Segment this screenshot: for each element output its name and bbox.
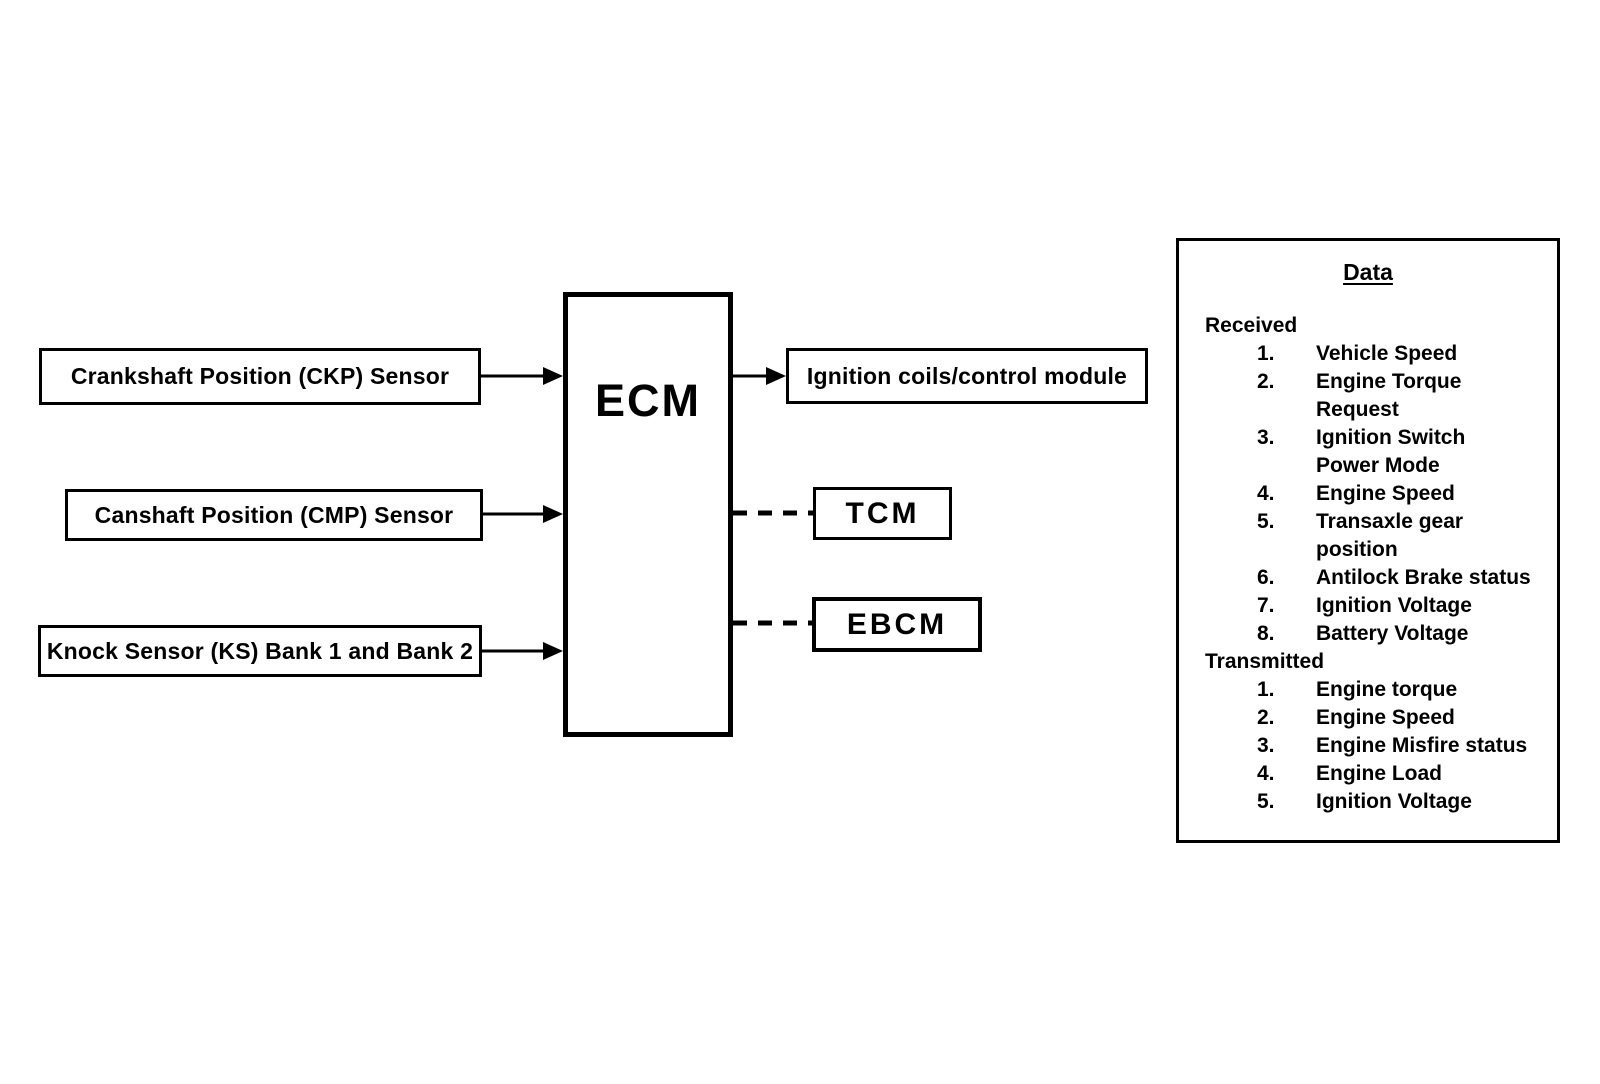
item-number: 4. <box>1257 482 1275 505</box>
item-number: 2. <box>1257 706 1275 729</box>
transmitted-item: 1. Engine torque <box>1205 676 1549 704</box>
arrowhead-ckp-to-ecm <box>543 367 563 385</box>
item-number: 8. <box>1257 622 1275 645</box>
item-text: Engine Speed <box>1316 706 1455 729</box>
arrowhead-ecm-to-ignition <box>766 367 786 385</box>
received-item: 2. Engine Torque Request <box>1205 368 1549 424</box>
item-text: Ignition Voltage <box>1316 790 1472 813</box>
node-label: Canshaft Position (CMP) Sensor <box>94 501 454 528</box>
data-legend-list: Received 1. Vehicle Speed 2. Engine Torq… <box>1179 312 1557 816</box>
item-text: Transaxle gear position <box>1316 510 1464 561</box>
node-ecm: ECM <box>563 292 733 737</box>
ecm-label: ECM <box>595 375 701 426</box>
item-number: 6. <box>1257 566 1275 589</box>
received-item: 1. Vehicle Speed <box>1205 340 1549 368</box>
item-text: Engine torque <box>1316 678 1458 701</box>
item-number: 4. <box>1257 762 1275 785</box>
node-tcm: TCM <box>813 487 952 540</box>
received-item: 3. Ignition Switch Power Mode <box>1205 424 1549 480</box>
item-number: 3. <box>1257 426 1275 449</box>
received-item: 5. Transaxle gear position <box>1205 508 1549 564</box>
arrowhead-cmp-to-ecm <box>543 505 563 523</box>
node-camshaft-position-sensor: Canshaft Position (CMP) Sensor <box>65 489 483 541</box>
item-text: Battery Voltage <box>1316 622 1469 645</box>
transmitted-item: 2. Engine Speed <box>1205 704 1549 732</box>
node-knock-sensor: Knock Sensor (KS) Bank 1 and Bank 2 <box>38 625 482 677</box>
data-legend-title: Data <box>1343 259 1393 285</box>
item-number: 5. <box>1257 790 1275 813</box>
data-legend-box: Data Received 1. Vehicle Speed 2. Engine… <box>1176 238 1560 843</box>
item-text: Engine Load <box>1316 762 1442 785</box>
node-label: Knock Sensor (KS) Bank 1 and Bank 2 <box>46 637 474 664</box>
transmitted-item: 5. Ignition Voltage <box>1205 788 1549 816</box>
node-label: Crankshaft Position (CKP) Sensor <box>70 363 450 389</box>
item-number: 7. <box>1257 594 1275 617</box>
item-text: Vehicle Speed <box>1316 342 1458 365</box>
item-text: Engine Speed <box>1316 482 1455 505</box>
received-item: 4. Engine Speed <box>1205 480 1549 508</box>
item-text: Ignition Voltage <box>1316 594 1472 617</box>
transmitted-item: 4. Engine Load <box>1205 760 1549 788</box>
item-number: 1. <box>1257 678 1275 701</box>
received-item: 8. Battery Voltage <box>1205 620 1549 648</box>
node-ebcm: EBCM <box>812 597 982 652</box>
item-text: Antilock Brake status <box>1316 566 1531 589</box>
received-item: 6. Antilock Brake status <box>1205 564 1549 592</box>
node-label: EBCM <box>846 607 948 641</box>
item-text: Ignition Switch Power Mode <box>1316 426 1466 477</box>
item-number: 5. <box>1257 510 1275 533</box>
transmitted-item: 3. Engine Misfire status <box>1205 732 1549 760</box>
node-ignition-coils: Ignition coils/control module <box>786 348 1148 404</box>
item-text: Engine Torque Request <box>1316 370 1462 421</box>
transmitted-section-header: Transmitted <box>1205 650 1325 673</box>
received-item: 7. Ignition Voltage <box>1205 592 1549 620</box>
node-crankshaft-position-sensor: Crankshaft Position (CKP) Sensor <box>39 348 481 405</box>
arrowhead-ks-to-ecm <box>543 642 563 660</box>
item-text: Engine Misfire status <box>1316 734 1528 757</box>
received-section-header: Received <box>1205 314 1298 337</box>
item-number: 2. <box>1257 370 1275 393</box>
item-number: 3. <box>1257 734 1275 757</box>
node-label: TCM <box>845 496 920 530</box>
node-label: Ignition coils/control module <box>806 362 1128 389</box>
item-number: 1. <box>1257 342 1275 365</box>
